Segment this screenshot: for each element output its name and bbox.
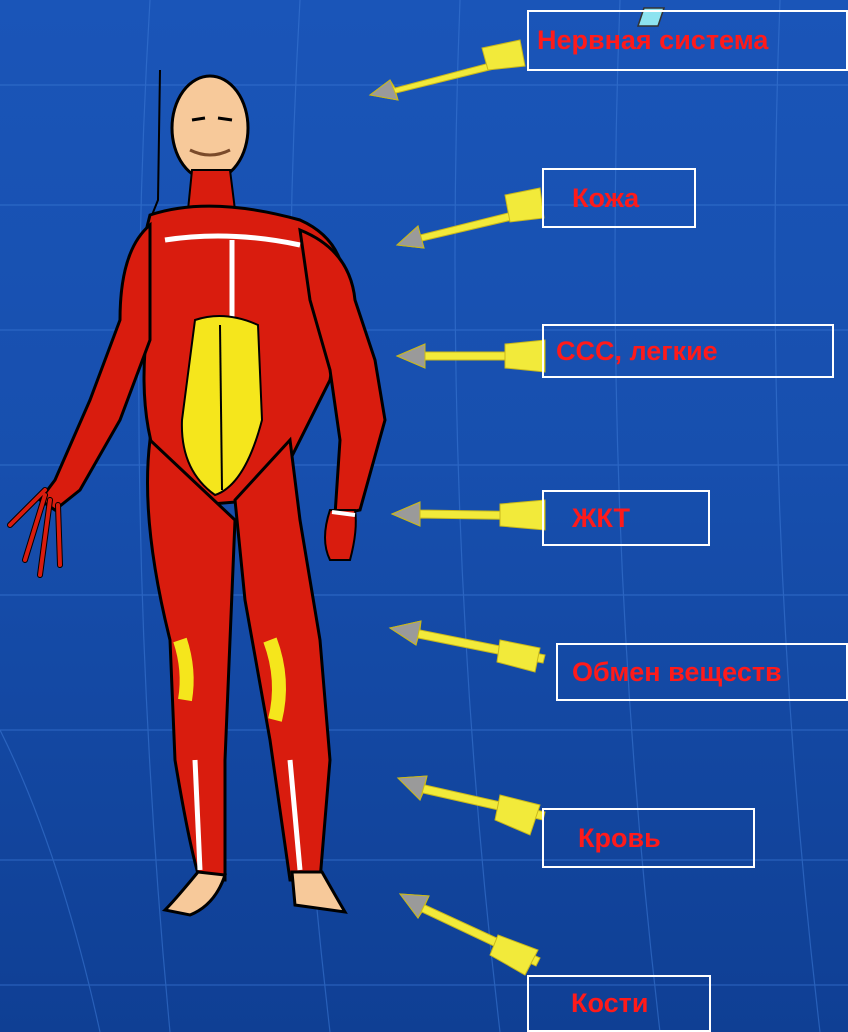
label-git: ЖКТ (544, 505, 630, 532)
label-bones: Кости (529, 990, 648, 1017)
human-muscular-system-icon (0, 0, 420, 1032)
label-box-skin: Кожа (542, 168, 696, 228)
label-box-metabolism: Обмен веществ (556, 643, 848, 701)
label-box-bones: Кости (527, 975, 711, 1032)
label-box-cvs: ССС, легкие (542, 324, 834, 378)
label-metabolism: Обмен веществ (558, 659, 782, 686)
label-box-git: ЖКТ (542, 490, 710, 546)
label-blood: Кровь (544, 825, 661, 852)
label-skin: Кожа (544, 185, 639, 212)
label-box-nervous: Нервная система (527, 10, 848, 71)
label-box-blood: Кровь (542, 808, 755, 868)
label-cvs-lungs: ССС, легкие (544, 338, 718, 365)
label-nervous-system: Нервная система (529, 27, 768, 54)
